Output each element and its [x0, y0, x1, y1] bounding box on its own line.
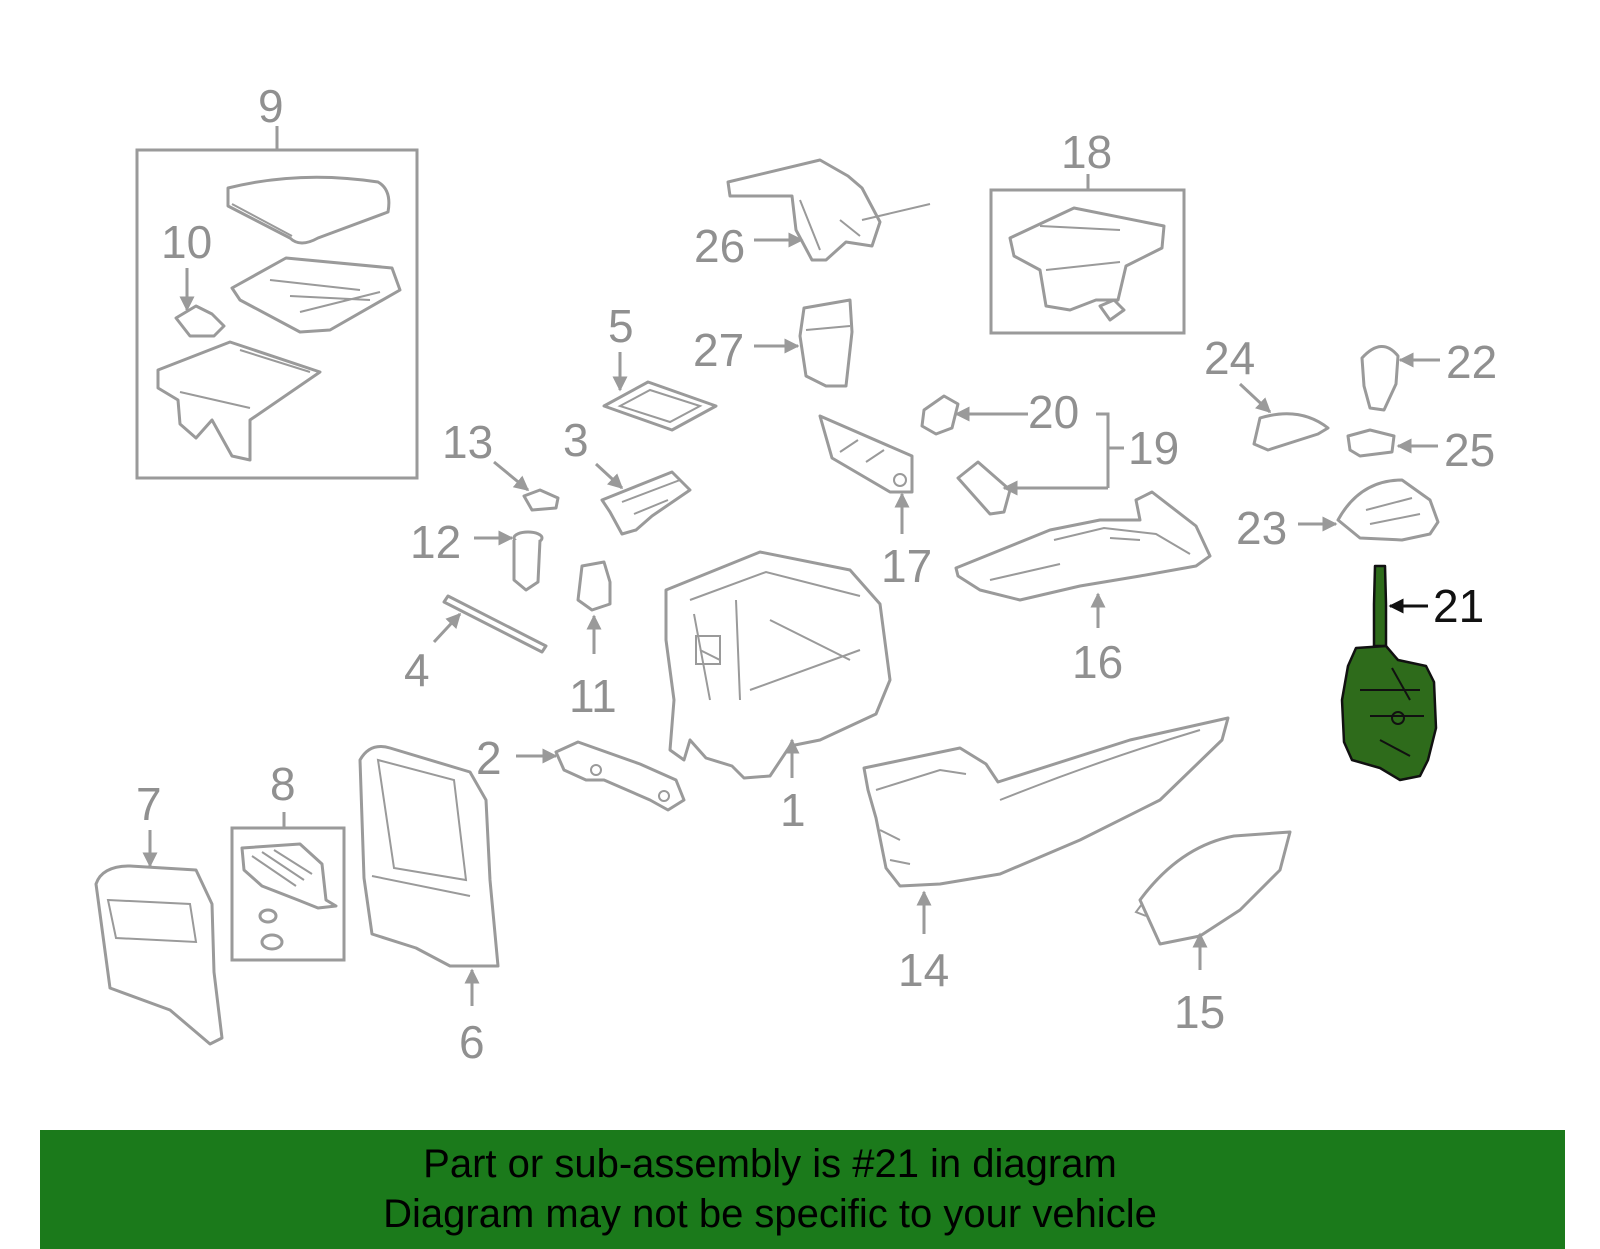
part-22-shift-knob[interactable]	[1360, 345, 1400, 412]
part-13-socket-cap[interactable]	[522, 488, 560, 512]
callout-11: 11	[569, 670, 617, 722]
callout-24: 24	[1204, 332, 1255, 384]
part-1-console-frame[interactable]	[664, 550, 892, 780]
part-4-rod[interactable]	[442, 594, 548, 654]
part-23-indicator-panel[interactable]	[1336, 478, 1440, 542]
callout-14: 14	[898, 944, 949, 996]
callout-21: 21	[1433, 580, 1484, 632]
part-17-panel[interactable]	[818, 414, 914, 494]
callout-19: 19	[1128, 422, 1179, 474]
part-2-bracket[interactable]	[554, 740, 686, 812]
part-9-armrest-lid[interactable]	[226, 175, 391, 245]
callout-17: 17	[881, 540, 932, 592]
callout-9: 9	[258, 80, 284, 132]
part-11-switch[interactable]	[576, 560, 612, 612]
callout-15: 15	[1174, 986, 1225, 1038]
callout-8: 8	[270, 758, 296, 810]
banner-line-2: Diagram may not be specific to your vehi…	[383, 1192, 1157, 1236]
part-10-clip[interactable]	[174, 304, 226, 338]
callout-4: 4	[404, 644, 430, 696]
callout-22: 22	[1446, 336, 1497, 388]
part-9-armrest-tray[interactable]	[230, 256, 402, 334]
banner-line-1: Part or sub-assembly is #21 in diagram	[423, 1142, 1117, 1186]
info-banner: Part or sub-assembly is #21 in diagram D…	[40, 1130, 1565, 1249]
callout-26: 26	[694, 220, 745, 272]
part-18-console-box[interactable]	[1008, 206, 1166, 322]
part-24-bezel[interactable]	[1252, 412, 1330, 452]
callout-5: 5	[608, 300, 634, 352]
part-8-rear-vent[interactable]	[240, 842, 338, 951]
callout-6: 6	[459, 1016, 485, 1068]
callout-20: 20	[1028, 386, 1079, 438]
callout-18: 18	[1061, 126, 1112, 178]
parts-diagram: 9 10 26 18 5 27 3 13 12	[94, 80, 1497, 1068]
callout-7: 7	[136, 778, 162, 830]
part-27-holder[interactable]	[798, 298, 854, 388]
callout-12: 12	[410, 516, 461, 568]
callout-3: 3	[563, 414, 589, 466]
callout-23: 23	[1236, 502, 1287, 554]
group-box-8	[230, 826, 346, 962]
part-12-power-socket[interactable]	[512, 530, 544, 592]
part-9-armrest-base[interactable]	[156, 340, 322, 462]
part-20-knob[interactable]	[920, 394, 960, 436]
part-19-cup[interactable]	[956, 460, 1012, 516]
callout-27: 27	[693, 324, 744, 376]
part-6-end-panel[interactable]	[358, 745, 500, 968]
part-26-bracket[interactable]	[726, 158, 931, 262]
callout-13: 13	[442, 416, 493, 468]
part-14-console-side[interactable]	[862, 716, 1230, 888]
part-16-console-top[interactable]	[954, 490, 1212, 602]
callout-1: 1	[780, 784, 806, 836]
callout-25: 25	[1444, 424, 1495, 476]
part-5-tray-mat[interactable]	[602, 380, 718, 432]
part-25-clip[interactable]	[1346, 428, 1396, 458]
callout-10: 10	[161, 216, 212, 268]
callout-16: 16	[1072, 636, 1123, 688]
callout-2: 2	[476, 732, 502, 784]
part-21-shift-lever-assembly[interactable]	[1340, 564, 1438, 782]
part-7-rear-panel[interactable]	[94, 864, 224, 1046]
part-3-switch-holder[interactable]	[600, 470, 692, 536]
part-15-side-panel[interactable]	[1134, 830, 1292, 946]
